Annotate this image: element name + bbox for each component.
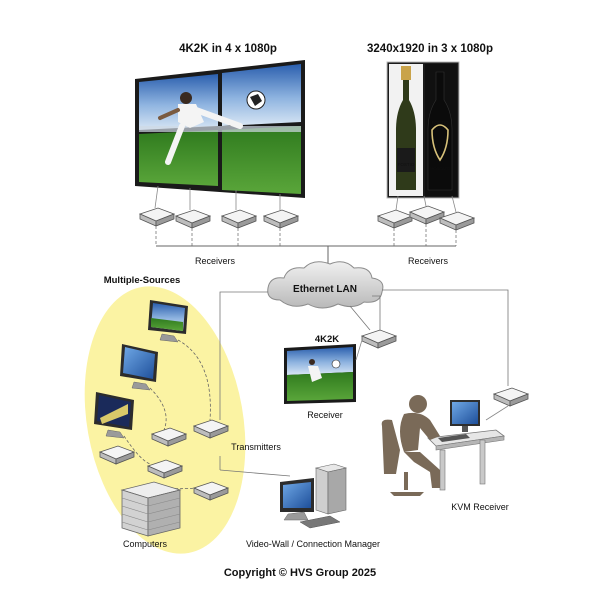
- display-4k2k: 4K2K Receiver: [284, 334, 356, 420]
- wall-left-title: 4K2K in 4 x 1080p: [179, 43, 277, 55]
- network-lines: [219, 289, 509, 420]
- transmitters-label: Transmitters: [231, 442, 281, 452]
- receiver-box-icon: [361, 329, 397, 349]
- cloud-icon: [267, 261, 384, 309]
- bottle-brand-left: FOSTIO: [398, 162, 415, 167]
- server-stack-icon: [120, 481, 182, 537]
- bottle-variety: MOSCATO: [430, 166, 450, 171]
- receivers-left-group: [139, 207, 299, 229]
- source-monitor-1: [148, 300, 188, 343]
- person-silhouette-icon: [381, 395, 440, 496]
- receiver-box-icon: [263, 209, 299, 229]
- receiver-label: Receiver: [307, 410, 343, 420]
- receiver-box-icon: [409, 205, 445, 225]
- receivers-left-label: Receivers: [195, 256, 236, 266]
- receiver-box-icon: [377, 209, 413, 229]
- receivers-right-label: Receivers: [408, 256, 449, 266]
- bottle-brand-right: FOSTIO: [432, 120, 449, 125]
- computers-label: Computers: [123, 539, 168, 549]
- receiver-dashed-links: [155, 224, 457, 246]
- manager-computer: [219, 456, 348, 529]
- source-monitor-3: [94, 392, 134, 439]
- manager-label: Video-Wall / Connection Manager: [246, 539, 380, 549]
- video-wall-right: FOSTIO FOSTIO MOSCATO: [386, 61, 460, 199]
- wall-to-receiver-lines: [154, 185, 457, 213]
- video-wall-left: [135, 60, 305, 198]
- receiver-box-icon: [493, 387, 529, 407]
- receiver-box-icon: [175, 209, 211, 229]
- receiver-box-icon: [439, 211, 475, 231]
- kvm-workstation: KVM Receiver: [381, 395, 509, 512]
- multiple-sources-label: Multiple-Sources: [104, 275, 181, 286]
- ethernet-lan-label: Ethernet LAN: [293, 284, 357, 295]
- source-monitor-2: [120, 344, 158, 391]
- display-4k2k-label: 4K2K: [315, 334, 339, 345]
- computer-tower-icon: [314, 463, 348, 515]
- wall-right-title: 3240x1920 in 3 x 1080p: [367, 43, 493, 55]
- receiver-box-icon: [221, 209, 257, 229]
- ethernet-lan-cloud: Ethernet LAN: [267, 261, 384, 309]
- copyright-text: Copyright © HVS Group 2025: [224, 567, 376, 579]
- receiver-box-icon: [139, 207, 175, 227]
- kvm-receiver-label: KVM Receiver: [451, 502, 509, 512]
